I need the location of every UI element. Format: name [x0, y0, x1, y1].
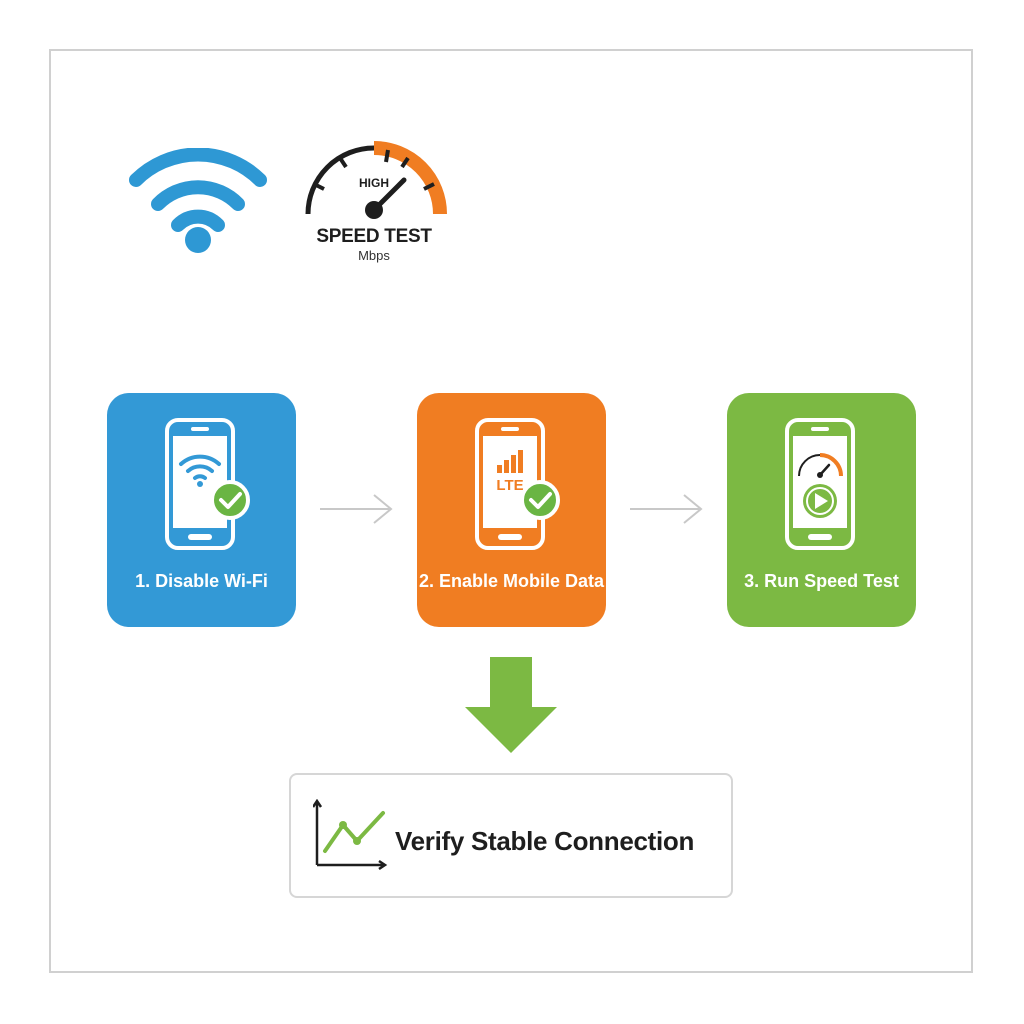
step-label: 2. Enable Mobile Data [418, 571, 605, 591]
right-arrow-icon [320, 494, 393, 524]
down-arrow-icon [465, 657, 557, 753]
phone-lte-check-icon: LTE [475, 418, 560, 550]
gauge-level-label: HIGH [359, 176, 389, 190]
result-box: Verify Stable Connection [289, 773, 733, 898]
phone-wifi-check-icon [165, 418, 250, 550]
step-card-enable-mobile-data: LTE 2. Enable Mobile Data [417, 393, 606, 627]
speed-unit-label: Mbps [358, 248, 390, 263]
speedometer-icon [305, 141, 447, 219]
step-card-disable-wifi: 1. Disable Wi-Fi [107, 393, 296, 627]
lte-label: LTE [496, 477, 523, 494]
speed-test-title: SPEED TEST [316, 226, 432, 247]
line-chart-icon [313, 799, 388, 871]
step-label: 3. Run Speed Test [744, 571, 899, 591]
phone-speedtest-play-icon [785, 418, 855, 550]
right-arrow-icon [630, 494, 703, 524]
step-label: 1. Disable Wi-Fi [135, 571, 268, 591]
step-card-run-speed-test: 3. Run Speed Test [727, 393, 916, 627]
result-label: Verify Stable Connection [395, 826, 695, 856]
wifi-icon [129, 148, 267, 253]
